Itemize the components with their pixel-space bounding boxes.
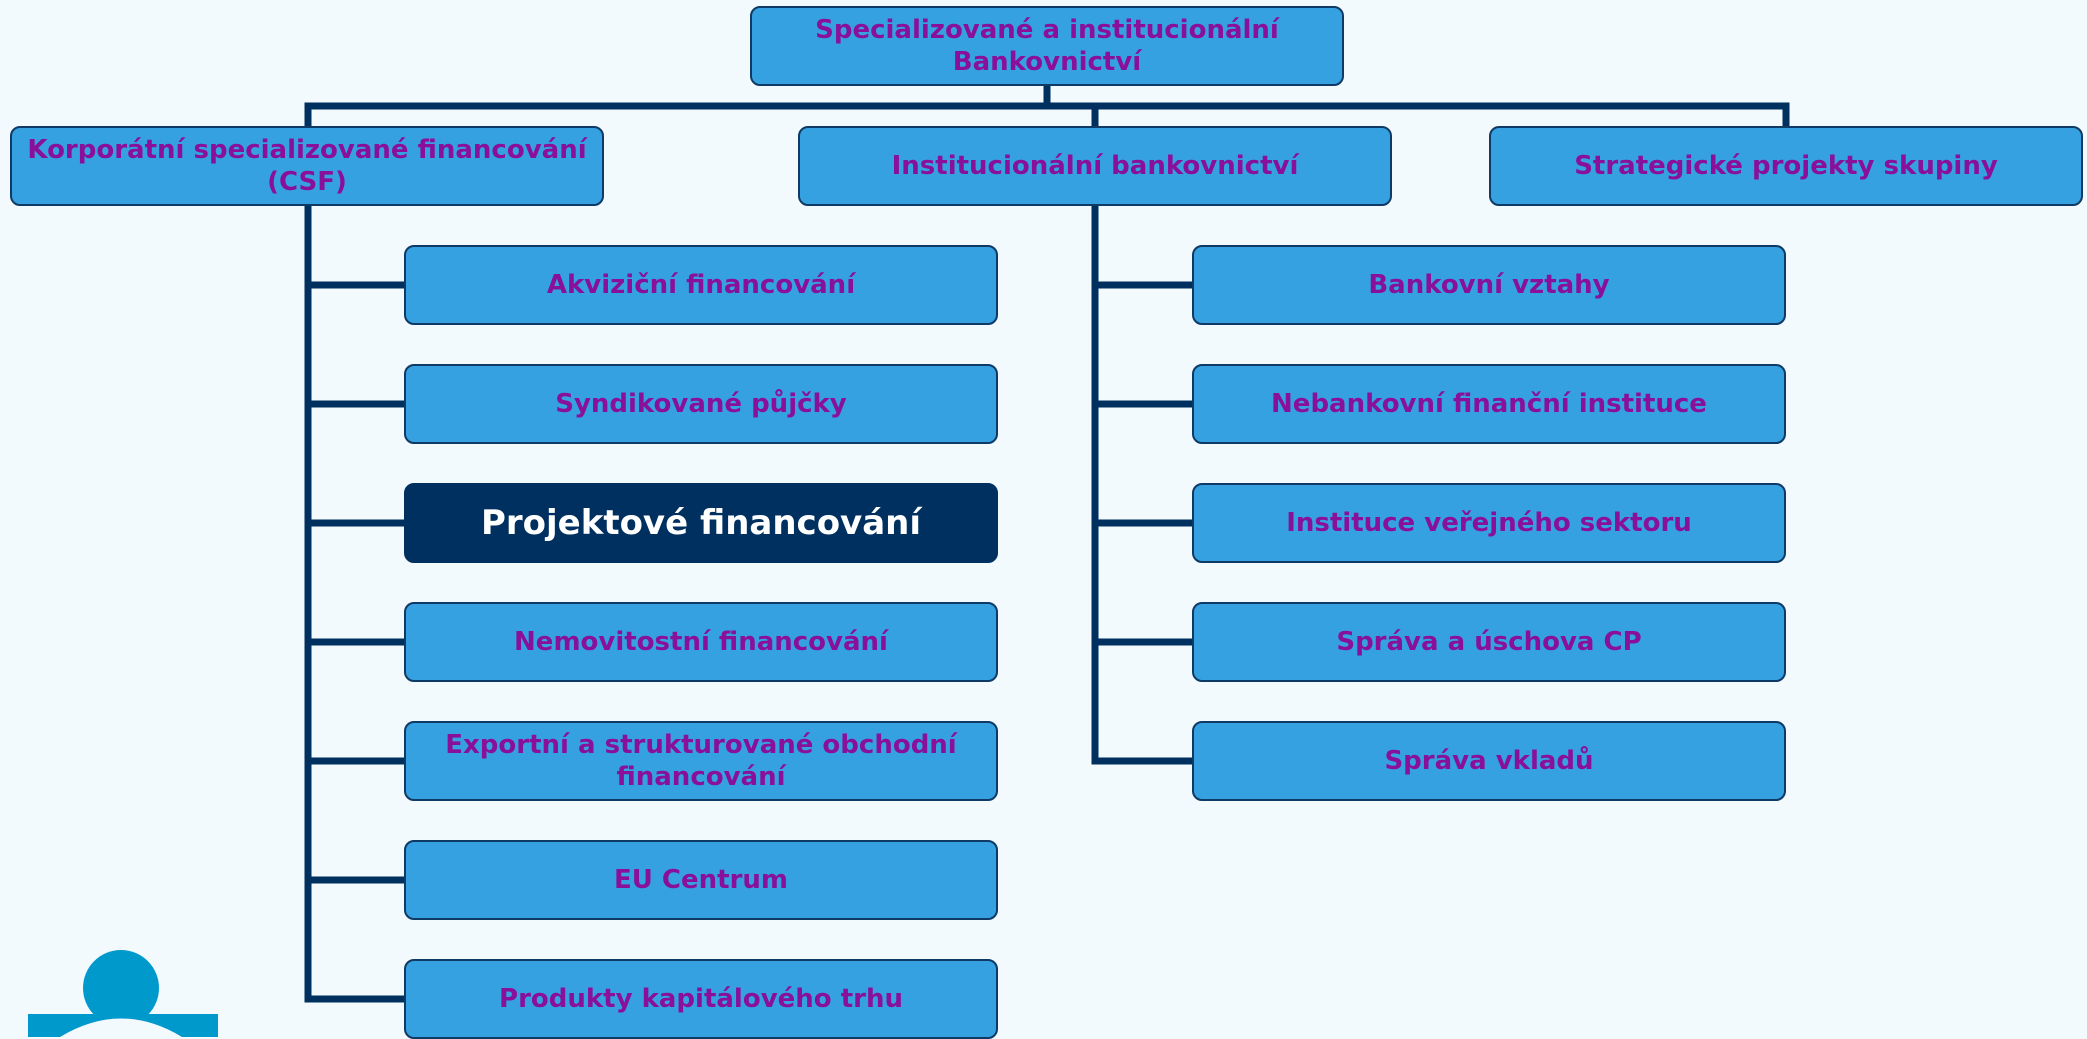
leaf-node-label: EU Centrum [613, 865, 788, 895]
branch-node-label: Strategické projekty skupiny [1574, 151, 1998, 181]
person-logo-icon [28, 950, 218, 1037]
leaf-node-non-bank-financial-institutions: Nebankovní finanční instituce [1192, 364, 1786, 444]
leaf-node-public-sector-institutions: Instituce veřejného sektoru [1192, 483, 1786, 563]
branch-node-csf: Korporátní specializované financování (C… [10, 126, 604, 206]
leaf-node-label: Nebankovní finanční instituce [1271, 389, 1707, 419]
root-node-label: Specializované a institucionální Bankovn… [815, 15, 1279, 77]
leaf-node-label: Instituce veřejného sektoru [1286, 508, 1692, 538]
leaf-node-acquisition-finance: Akviziční financování [404, 245, 998, 325]
leaf-node-label: Projektové financování [480, 503, 922, 543]
leaf-node-label: Správa a úschova CP [1336, 627, 1642, 657]
branch-node-institutional-banking: Institucionální bankovnictví [798, 126, 1392, 206]
root-node: Specializované a institucionální Bankovn… [750, 6, 1344, 86]
leaf-node-eu-centre: EU Centrum [404, 840, 998, 920]
leaf-node-securities-custody: Správa a úschova CP [1192, 602, 1786, 682]
leaf-node-label: Bankovní vztahy [1368, 270, 1610, 300]
leaf-node-label: Nemovitostní financování [514, 627, 888, 657]
branch-node-label: Institucionální bankovnictví [891, 151, 1299, 181]
leaf-node-label: Správa vkladů [1384, 746, 1594, 776]
branch-node-label: Korporátní specializované financování (C… [27, 135, 587, 197]
leaf-node-deposit-management: Správa vkladů [1192, 721, 1786, 801]
leaf-node-label: Akviziční financování [546, 270, 856, 300]
leaf-node-project-finance-highlighted: Projektové financování [404, 483, 998, 563]
leaf-node-export-trade-finance: Exportní a strukturované obchodní financ… [404, 721, 998, 801]
leaf-node-syndicated-loans: Syndikované půjčky [404, 364, 998, 444]
leaf-node-bank-relations: Bankovní vztahy [1192, 245, 1786, 325]
leaf-node-label: Syndikované půjčky [555, 389, 847, 419]
leaf-node-real-estate-finance: Nemovitostní financování [404, 602, 998, 682]
leaf-node-label: Produkty kapitálového trhu [499, 984, 903, 1014]
leaf-node-capital-market-products: Produkty kapitálového trhu [404, 959, 998, 1039]
branch-node-strategic-projects: Strategické projekty skupiny [1489, 126, 2083, 206]
leaf-node-label: Exportní a strukturované obchodní financ… [445, 730, 957, 792]
